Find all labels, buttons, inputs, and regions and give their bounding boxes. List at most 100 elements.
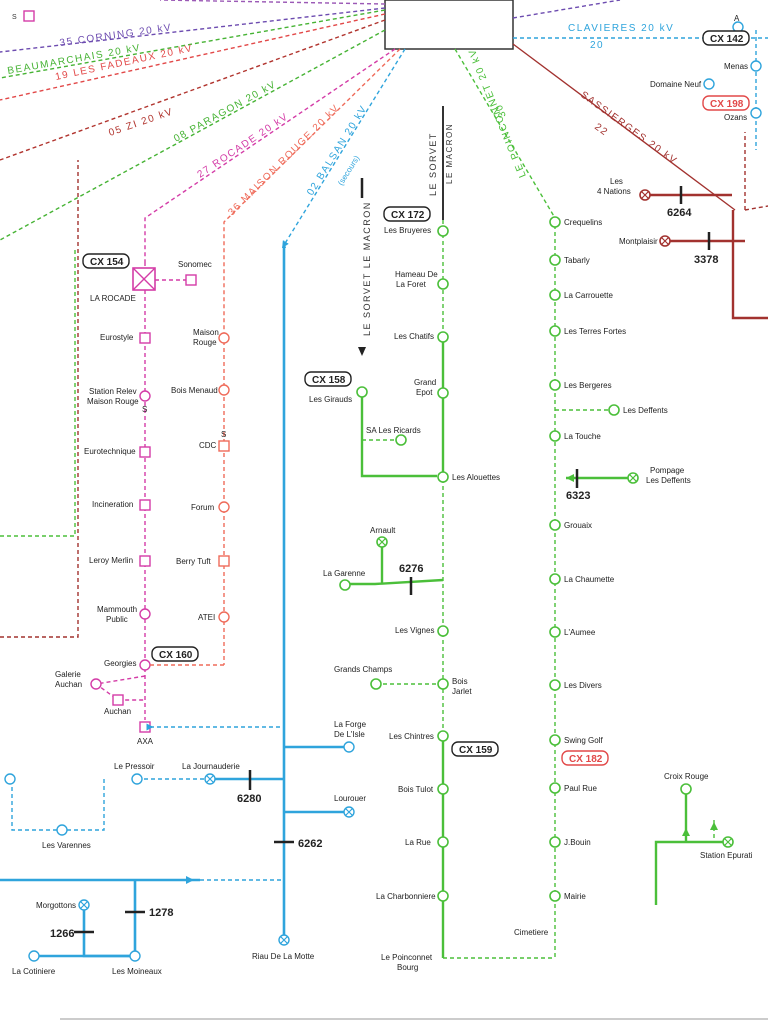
feeder-line-paragon [0, 29, 386, 241]
node-riau-cross [280, 936, 288, 944]
feeder-line-beaumarchais [0, 9, 386, 79]
label-riau: Riau De La Motte [252, 952, 315, 961]
left-edge-green-line [0, 248, 76, 537]
node-les-alouettes [437, 471, 449, 483]
feeder-label-sorvet-b: LE MACRON [445, 123, 454, 184]
node-grouaix [549, 519, 561, 531]
node-lourouer-cross [345, 808, 353, 816]
sassierges-network [650, 132, 768, 320]
label-mairie: Mairie [564, 892, 586, 901]
label-les-divers: Les Divers [564, 681, 602, 690]
number-labels: 6264 3378 6323 6276 6280 6262 1278 1266 [50, 207, 718, 940]
label-bois-a: Bois [452, 677, 468, 686]
node-hameau [437, 278, 449, 290]
label-atei: ATEI [198, 613, 215, 622]
node-maison-rouge [218, 332, 230, 344]
blue-arrow-right [186, 876, 194, 884]
cx198-tag-box [702, 95, 750, 111]
node-crequelins [549, 216, 561, 228]
croix-rouge-main [654, 840, 728, 905]
cx159-tag-box [451, 741, 499, 757]
node-morgottons-cross [80, 901, 88, 909]
node-sonomec [185, 274, 197, 286]
node-terres-fortes [549, 325, 561, 337]
label-station-relev-a: Station Relev [89, 387, 137, 396]
node-la-touche [549, 430, 561, 442]
node-4-nations-cross [641, 191, 649, 199]
label-les-chatifs: Les Chatifs [394, 332, 434, 341]
label-la-cotiniere: La Cotiniere [12, 967, 56, 976]
label-swing-golf: Swing Golf [564, 736, 603, 745]
node-les-chintres [437, 730, 449, 742]
label-bois-menaud: Bois Menaud [171, 386, 218, 395]
node-grand-epot [437, 387, 449, 399]
feeder-line-rocade [144, 48, 396, 262]
node-les-bruyeres [437, 225, 449, 237]
feeder-line-maison-rouge [223, 48, 401, 334]
node-leroy-merlin [139, 555, 151, 567]
cx172-tag: CX 172 [391, 210, 425, 221]
cx160-tag-box [151, 646, 199, 662]
feeder-label-poinconnet-code: 30 [493, 102, 508, 119]
node-la-cotiniere [28, 950, 40, 962]
poinconnet-arrow-left [566, 474, 574, 482]
sorvet-garenne-branch [345, 578, 444, 586]
node-auchan [112, 694, 124, 706]
label-station-epurati: Station Epurati [700, 851, 753, 860]
label-sonomec: Sonomec [178, 260, 212, 269]
label-arnault: Arnault [370, 526, 396, 535]
label-les-alouettes: Les Alouettes [452, 473, 500, 482]
label-a-top: A [734, 14, 740, 23]
label-laumee: L'Aumee [564, 628, 596, 637]
rocade-auchan-link [94, 675, 146, 701]
label-jbouin: J.Bouin [564, 838, 591, 847]
label-les-chintres: Les Chintres [389, 732, 434, 741]
label-mammouth-b: Public [106, 615, 128, 624]
node-forum [218, 501, 230, 513]
label-terres-fortes: Les Terres Fortes [564, 327, 626, 336]
feeder-label-zi: 05 ZI 20 kV [107, 106, 175, 138]
label-grouaix: Grouaix [564, 521, 592, 530]
node-la-chaumette [549, 573, 561, 585]
label-bois-tulot: Bois Tulot [398, 785, 434, 794]
label-eurotechnique: Eurotechnique [84, 447, 136, 456]
label-cdc: CDC [199, 441, 217, 450]
label-6264: 6264 [667, 207, 692, 219]
label-eurostyle: Eurostyle [100, 333, 134, 342]
blue-network [0, 248, 349, 958]
label-6323: 6323 [566, 490, 590, 502]
feeder-line-poinconnet [454, 48, 556, 219]
label-6276: 6276 [399, 563, 423, 575]
node-eurotechnique [139, 446, 151, 458]
label-incineration: Incineration [92, 500, 133, 509]
label-hameau-b: La Foret [396, 280, 427, 289]
blue-arrow-balsan [282, 240, 286, 248]
node-bois-tulot [437, 783, 449, 795]
node-incineration [139, 499, 151, 511]
node-domaine-neuf [703, 78, 715, 90]
label-station-relev-b: Maison Rouge [87, 397, 139, 406]
node-paul-rue [549, 782, 561, 794]
node-cdc [218, 440, 230, 452]
feeder-line-sassierges [512, 43, 736, 211]
node-menas [750, 60, 762, 72]
node-arnault-cross [378, 538, 386, 546]
label-la-garenne: La Garenne [323, 569, 366, 578]
cx158-tag-box [304, 371, 352, 387]
cx160-tag: CX 160 [159, 650, 193, 661]
node-georgies [139, 659, 151, 671]
label-la-carrouette: La Carrouette [564, 291, 613, 300]
label-grand-a: Grand [414, 378, 436, 387]
node-swing-golf [549, 734, 561, 746]
label-ozans: Ozans [724, 113, 747, 122]
label-poinconnet-b: Bourg [397, 963, 418, 972]
label-les-4-nations-a: Les [610, 177, 623, 186]
node-sa-ricards [395, 434, 407, 446]
node-axa [139, 721, 151, 733]
substation-box [384, 0, 514, 50]
label-hameau-a: Hameau De [395, 270, 438, 279]
node-atei [218, 611, 230, 623]
label-croix-rouge: Croix Rouge [664, 772, 709, 781]
feeder-labels: 35 CORNING 20 kV BEAUMARCHAIS 20 kV 19 L… [7, 22, 680, 336]
